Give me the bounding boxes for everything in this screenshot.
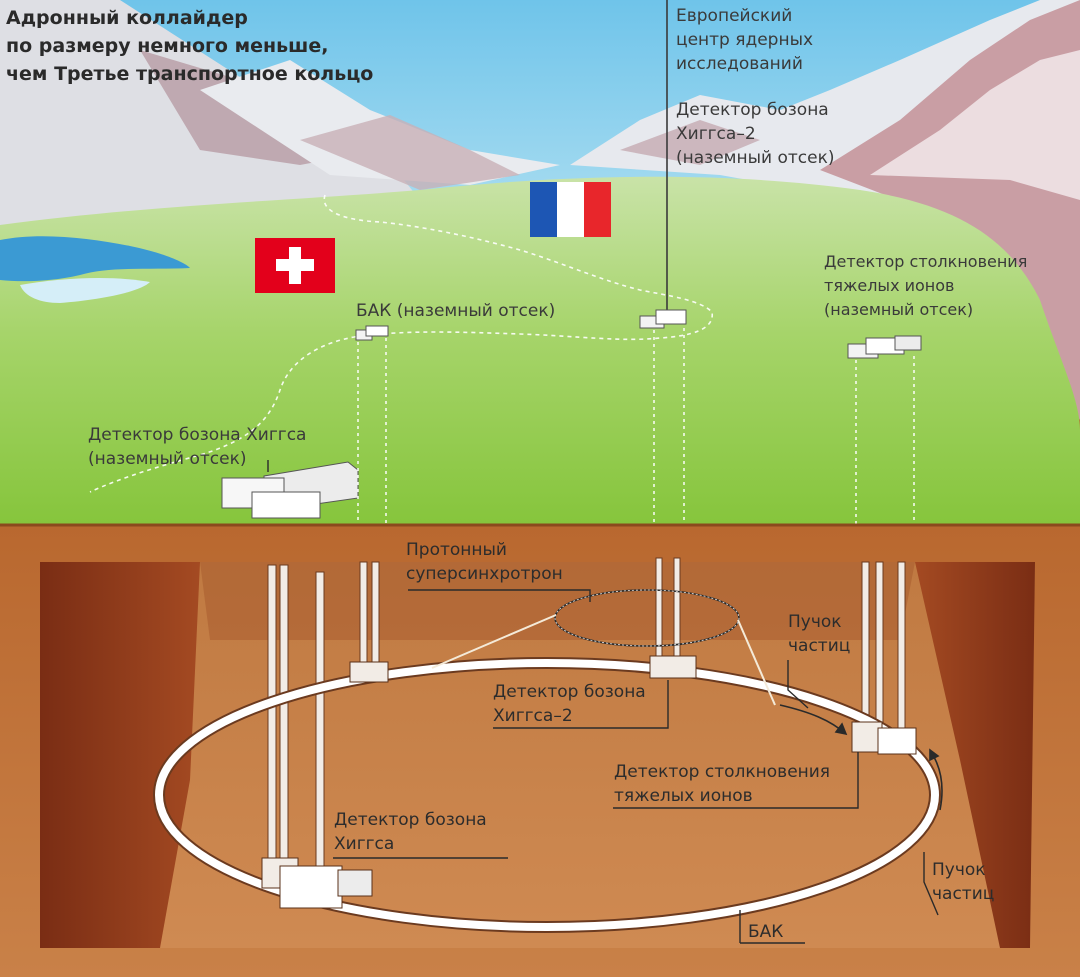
lake [0,236,190,303]
higgs-surface-label: Детектор бозона Хиггса (наземный отсек) [88,423,306,471]
beam-upper-line-1: Пучок [788,612,842,632]
higgs-2-surface-line-2: Хиггса–2 [676,124,756,144]
higgs-2-underground-line-1: Детектор бозона [493,682,646,702]
cern-line-3: исследований [676,54,803,74]
higgs-2-underground-label: Детектор бозона Хиггса–2 [493,680,646,728]
border-line [89,194,713,493]
beam-lower-line-2: частиц [932,884,995,904]
higgs-2-underground-line-2: Хиггса–2 [493,706,573,726]
higgs-underground-label: Детектор бозона Хиггса [334,808,487,856]
title-line-2: по размеру немного меньше, [6,35,329,57]
beam-lower-label: Пучок частиц [932,858,994,906]
shaft-dotted-lines [357,328,915,525]
cern-label: Европейский центр ядерных исследований [676,4,813,76]
cern-line-2: центр ядерных [676,30,814,50]
lhc-ring-text: БАК [748,922,784,942]
heavy-ion-underground-line-1: Детектор столкновения [614,762,831,782]
detector-higgs [261,857,373,909]
higgs-surface-line-1: Детектор бозона Хиггса [88,425,307,445]
heavy-ion-surface-line-2: тяжелых ионов [824,276,955,295]
heavy-ion-underground-label: Детектор столкновения тяжелых ионов [614,760,830,808]
beam-arrows [779,704,943,811]
swiss-flag [255,238,335,293]
beam-lower-line-1: Пучок [932,860,986,880]
beam-upper-line-2: частиц [788,636,851,656]
title-line-1: Адронный коллайдер [6,7,248,29]
heavy-ion-underground-line-2: тяжелых ионов [614,786,753,806]
leader-lines [267,460,939,944]
heavy-ion-surface-label: Детектор столкновения тяжелых ионов (наз… [824,250,1027,322]
lhc-surface-label: БАК (наземный отсек) [356,299,555,323]
diagram-title: Адронный коллайдер по размеру немного ме… [6,4,373,88]
higgs-underground-line-2: Хиггса [334,834,395,854]
higgs-2-surface-line-3: (наземный отсек) [676,148,835,168]
injection-line-right [737,619,776,706]
heavy-ion-surface-line-1: Детектор столкновения [824,252,1028,271]
title-line-3: чем Третье транспортное кольцо [6,63,374,85]
mountains [0,0,1080,420]
france-flag [530,182,611,237]
lhc-surface-text: БАК (наземный отсек) [356,301,556,321]
higgs-2-surface-line-1: Детектор бозона [676,100,829,120]
lhc-ring-label: БАК [748,920,783,944]
higgs-2-surface-label: Детектор бозона Хиггса–2 (наземный отсек… [676,98,835,170]
surface-building-higgs [221,461,359,519]
surface-building-cern [639,309,687,329]
surface-building-heavy-ion [847,335,922,359]
proton-synchrotron-line-1: Протонный [406,540,507,560]
proton-synchrotron-line-2: суперсинхротрон [406,564,563,584]
injection-line-left [431,614,557,669]
beam-upper-label: Пучок частиц [788,610,850,658]
higgs-underground-line-1: Детектор бозона [334,810,487,830]
proton-synchrotron-label: Протонный суперсинхротрон [406,538,563,586]
detector-heavy-ion [851,721,917,755]
heavy-ion-surface-line-3: (наземный отсек) [824,300,974,319]
surface-building-lhc [355,325,389,341]
cern-line-1: Европейский [676,6,793,26]
detector-lhc-point [349,661,389,683]
higgs-surface-line-2: (наземный отсек) [88,449,247,469]
detector-higgs-2 [649,655,697,679]
excavation-pit [40,562,1035,948]
